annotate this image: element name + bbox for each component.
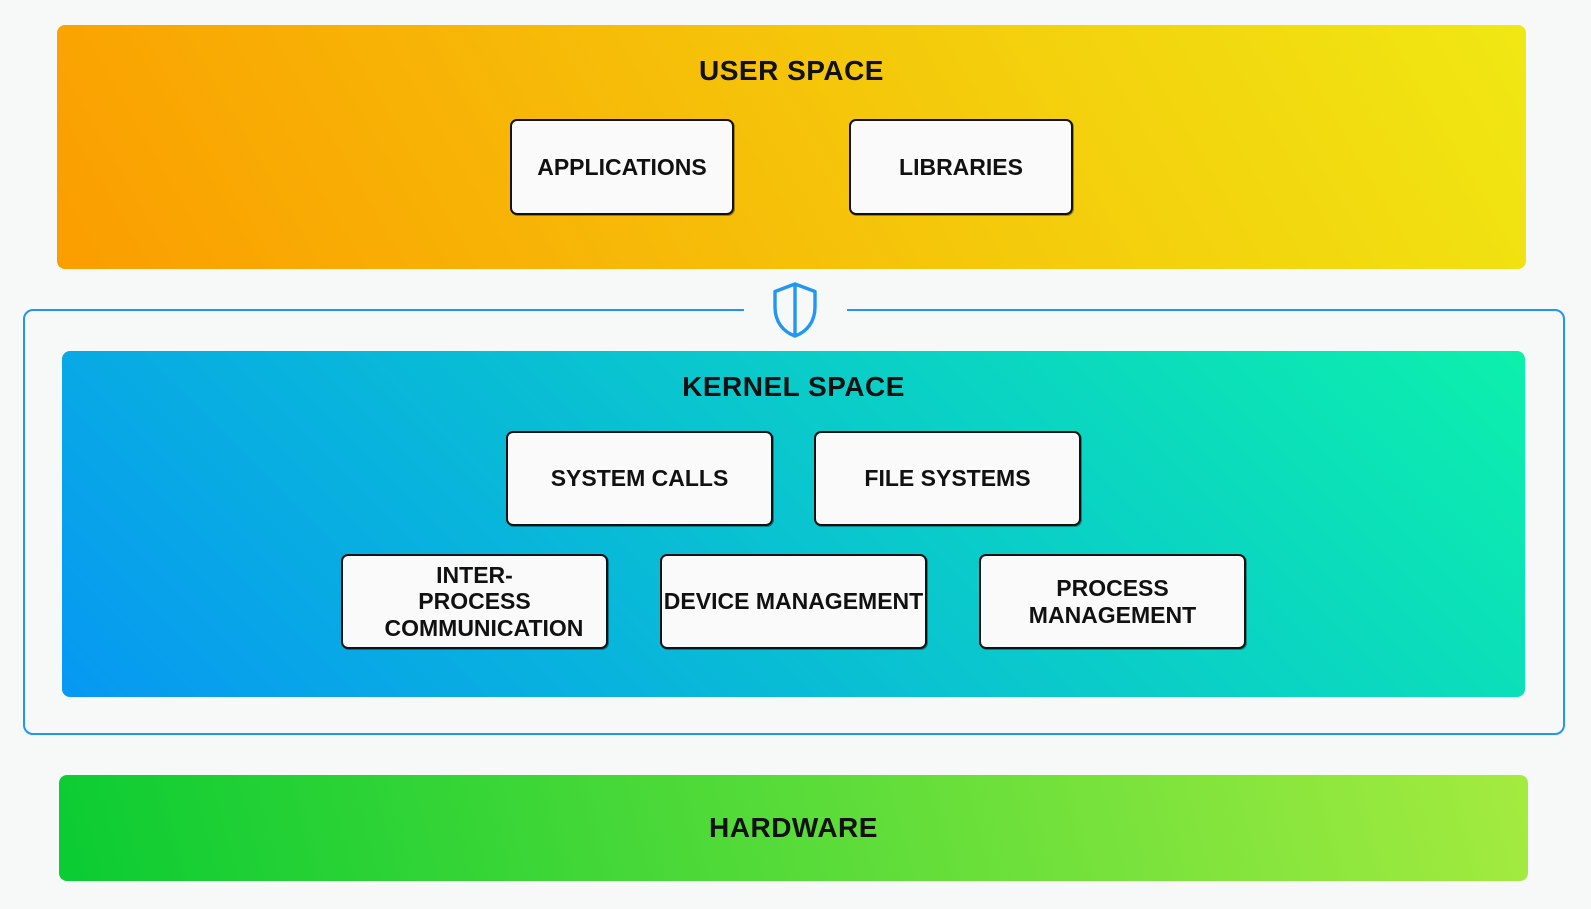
kernel-space-layer: KERNEL SPACE SYSTEM CALLS FILE SYSTEMS I… <box>62 351 1525 697</box>
file-systems-box: FILE SYSTEMS <box>814 431 1081 526</box>
file-systems-label: FILE SYSTEMS <box>864 465 1031 492</box>
user-space-box-row: APPLICATIONS LIBRARIES <box>57 119 1526 215</box>
shield-icon <box>773 282 817 338</box>
user-space-layer: USER SPACE APPLICATIONS LIBRARIES <box>57 25 1526 269</box>
applications-label: APPLICATIONS <box>537 153 707 180</box>
hardware-title: HARDWARE <box>709 812 878 843</box>
user-space-title: USER SPACE <box>699 55 884 86</box>
applications-box: APPLICATIONS <box>510 119 734 215</box>
kernel-space-title: KERNEL SPACE <box>682 371 905 402</box>
inter-process-communication-box: INTER-PROCESS COMMUNICATION <box>341 554 608 649</box>
inter-process-communication-label: INTER-PROCESS COMMUNICATION <box>384 561 584 641</box>
libraries-box: LIBRARIES <box>849 119 1073 215</box>
device-management-box: DEVICE MANAGEMENT <box>660 554 927 649</box>
libraries-label: LIBRARIES <box>899 153 1023 180</box>
system-calls-box: SYSTEM CALLS <box>506 431 773 526</box>
process-management-box: PROCESS MANAGEMENT <box>979 554 1246 649</box>
system-calls-label: SYSTEM CALLS <box>550 465 729 492</box>
kernel-box-row-1: SYSTEM CALLS FILE SYSTEMS <box>62 431 1525 526</box>
hardware-layer: HARDWARE <box>59 775 1528 881</box>
kernel-box-row-2: INTER-PROCESS COMMUNICATION DEVICE MANAG… <box>62 554 1525 649</box>
device-management-label: DEVICE MANAGEMENT <box>663 588 924 615</box>
process-management-label: PROCESS MANAGEMENT <box>1028 575 1197 628</box>
